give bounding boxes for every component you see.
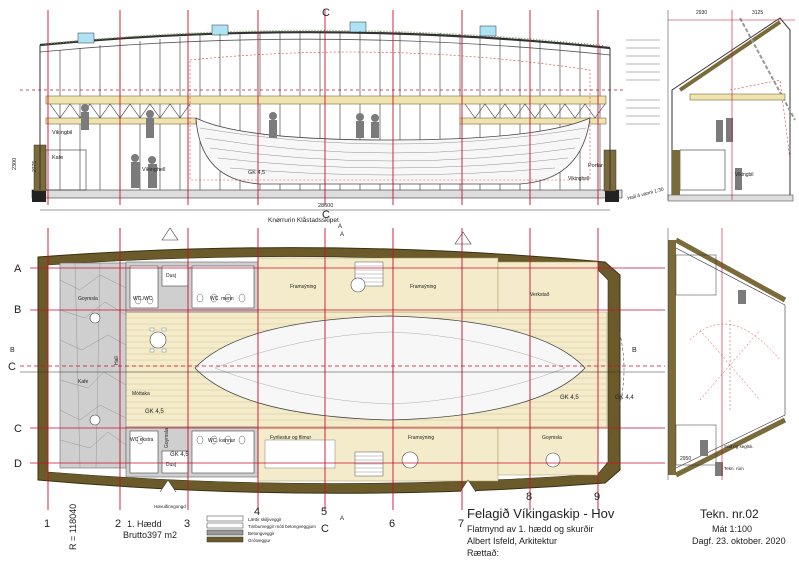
cross-dim-b: 3125: [752, 10, 763, 16]
section-a-bottom: A: [340, 516, 344, 522]
section-mark-bottom: C: [321, 523, 329, 535]
dim-left: 2300: [12, 158, 18, 170]
room-framsyning-1: Framsýning: [290, 284, 316, 290]
cross-top-vikingbil: Vikingbil: [735, 172, 754, 178]
cross-bottom-dim: 2950: [680, 456, 691, 462]
long-section: Vikingbil Kafe Vikinghell GK 4,5 Portar …: [12, 7, 625, 230]
drawing-subtitle: Flatmynd av 1. hædd og skurðir: [467, 524, 594, 534]
row-label-b: B: [14, 304, 21, 316]
gk-center: GK 4,5: [560, 395, 579, 401]
col-label-4: 4: [254, 506, 260, 518]
revised-label: Rættað:: [467, 548, 499, 558]
section-a-top: A: [340, 232, 344, 238]
cross-bottom-sud: Súð og seglsk.: [724, 443, 754, 449]
col-label-7: 7: [458, 518, 464, 530]
col-label-3: 3: [184, 518, 190, 530]
drawing-scale: Mát 1:100: [712, 524, 752, 534]
main-entrance-label: Høvuðinngongd: [154, 503, 186, 509]
col-label-2: 2: [115, 518, 121, 530]
elevation-gk: GK 4,5: [248, 170, 265, 176]
row-label-a: A: [14, 263, 22, 275]
col-label-6: 6: [389, 518, 395, 530]
room-dusj-bottom: Dusj: [166, 462, 176, 468]
legend-swatch-timber-walls: [206, 522, 244, 529]
legend-label-stone-wall: Grótveggur: [248, 538, 271, 543]
row-label-d: D: [14, 458, 22, 470]
project-title: Felagið Víkingaskip - Hov: [467, 506, 615, 521]
col-label-1: 1: [44, 518, 50, 530]
legend-swatch-stone-wall: [206, 536, 244, 543]
room-wc-menn: WC. menn: [210, 296, 234, 302]
legend-swatch-light-walls: [206, 515, 244, 522]
dim-inner: 2775: [32, 161, 38, 172]
room-dusj-top: Dusj: [166, 273, 176, 279]
room-hall: Hall: [114, 356, 120, 365]
gk-small: GK 4,5: [170, 452, 189, 458]
section-b-left: B: [10, 347, 15, 354]
elevation-label-portar: Portar: [588, 163, 603, 169]
gross-area: Brutto397 m2: [123, 530, 177, 540]
architect: Albert Isfeld, Arkitektur: [467, 536, 557, 546]
dim-total: 28600: [318, 203, 333, 209]
ship-title: Knørrurin Klåstadsskipet: [268, 216, 339, 224]
elevation-label-vikingbil: Vikingbil: [52, 130, 72, 136]
r-value: R = 118040: [68, 504, 78, 550]
room-goymsla-small: Goymsla: [164, 428, 170, 448]
legend: Lættir skiljiveggir Timburveggir móti be…: [206, 515, 316, 543]
notes-column: [626, 39, 660, 125]
row-label-c: C: [14, 423, 22, 435]
col-label-8: 8: [526, 491, 532, 503]
cross-bottom-tekn: Tekn. rúm: [724, 466, 744, 471]
legend-label-timber-walls: Timburveggir móti betongveggjum: [248, 524, 316, 529]
slope-note: Hall á vanni 1:30: [627, 186, 665, 201]
legend-label-light-walls: Lættir skiljiveggir: [248, 517, 282, 522]
floor-plan: A B C D C B B A A C 1 2 3 4 5 6 7 8 9 Go…: [8, 227, 665, 535]
col-label-5: 5: [321, 506, 327, 518]
cross-dim-a: 2930: [696, 10, 707, 16]
section-mark-top-end: C: [322, 7, 330, 19]
drawing-number: Tekn. nr.02: [700, 507, 759, 521]
title-block: R = 118040 1. Hædd Brutto397 m2 Felagið …: [68, 504, 786, 558]
floor-label: 1. Hædd: [127, 519, 162, 529]
cross-section-bottom: Súð og seglsk. Tekn. rúm 2950: [667, 228, 787, 480]
legend-label-concrete-walls: Betongveggir: [248, 531, 275, 536]
gk-right: GK 4,4: [615, 395, 634, 401]
room-mottaka: Móttaka: [132, 391, 150, 397]
room-framsyning-3: Framsýning: [408, 435, 434, 441]
gk-left: GK 4,5: [145, 409, 164, 415]
room-verkstad: Verkstað: [530, 291, 550, 298]
cross-section-top: Vikingbil 2930 3125 Hall á vanni 1:30: [627, 10, 796, 202]
room-goymsla-right: Goymsla: [542, 435, 562, 441]
drawing-date: Dagf. 23. oktober. 2020: [692, 536, 786, 546]
room-goymsla-left: Goymsla: [78, 296, 98, 302]
elevation-label-kafe: Kafe: [52, 155, 63, 161]
room-wc-ekstra: WC ekstra: [130, 437, 154, 443]
room-framsyning-2: Framsýning: [410, 284, 436, 290]
row-label-center: C: [8, 361, 16, 373]
room-wc-kvinnur: WC. kvinnur: [208, 438, 236, 444]
section-arrow-a: A: [338, 224, 342, 230]
room-kafe: Kafe: [78, 379, 89, 385]
col-label-9: 9: [594, 491, 600, 503]
room-fyrilestur: Fyrilestur og filmur: [270, 435, 311, 441]
legend-swatch-concrete-walls: [206, 529, 244, 536]
elevation-label-vikinghell: Vikinghell: [568, 176, 589, 182]
room-wc-wc: WC./WC: [133, 296, 153, 302]
section-mark-top: C: [322, 209, 330, 221]
elevation-label-vikingehell: Vikinghell: [142, 167, 165, 173]
section-b-right: B: [632, 347, 637, 354]
